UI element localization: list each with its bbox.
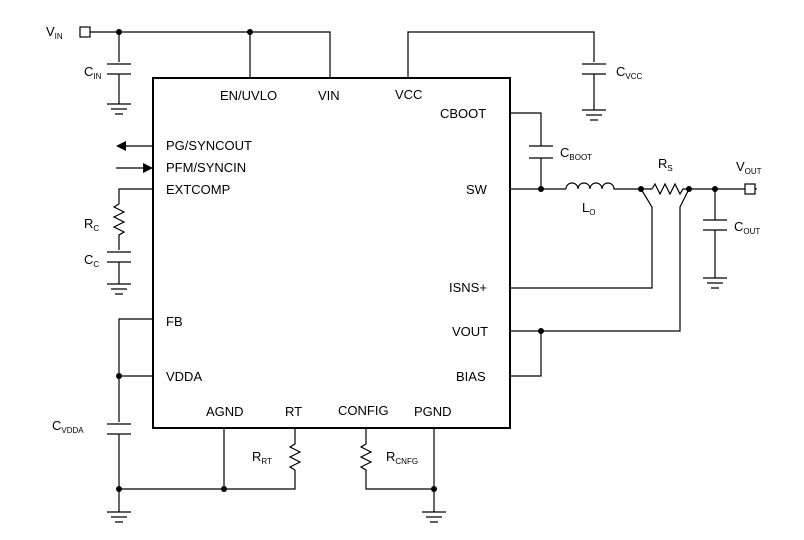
pin-pfm-syncin: PFM/SYNCIN <box>166 160 246 175</box>
pin-config: CONFIG <box>338 403 389 418</box>
resistor-rrt <box>288 428 302 471</box>
pg-syncout-arrow <box>116 141 126 151</box>
vcc-wire <box>407 31 595 78</box>
bias-wire <box>510 331 542 377</box>
resistor-rc <box>112 203 126 250</box>
resistor-rcnfg <box>359 428 434 490</box>
cc-plates <box>107 251 131 284</box>
pin-vout: VOUT <box>452 324 488 339</box>
pin-agnd: AGND <box>206 404 244 419</box>
extcomp-wire <box>118 188 153 204</box>
vout-sense-wire <box>510 188 690 332</box>
cvcc-plates <box>582 63 606 110</box>
pin-cboot: CBOOT <box>440 106 486 121</box>
cboot-label: CBOOT <box>560 145 592 162</box>
cout-label: COUT <box>734 219 760 236</box>
vin-terminal <box>79 26 91 38</box>
junction <box>116 486 122 492</box>
lo-label: LO <box>582 200 595 217</box>
pin-extcomp: EXTCOMP <box>166 182 230 197</box>
vin-rail <box>90 31 331 78</box>
pin-fb: FB <box>166 314 183 329</box>
junction <box>221 486 227 492</box>
pin-vin: VIN <box>318 88 340 103</box>
junction <box>116 373 122 379</box>
cvdda-plates <box>107 423 131 489</box>
ground-symbol <box>107 283 131 295</box>
fb-wire <box>118 318 153 422</box>
cvcc-label: CVCC <box>616 64 643 81</box>
pin-bias: BIAS <box>456 369 486 384</box>
pin-pg-syncout: PG/SYNCOUT <box>166 138 252 153</box>
agnd-rail <box>118 428 296 512</box>
pin-rt: RT <box>285 404 302 419</box>
cboot-plates <box>529 145 553 159</box>
pin-en-uvlo: EN/UVLO <box>220 88 277 103</box>
vout-label: VOUT <box>736 159 762 176</box>
vout-terminal <box>744 183 756 195</box>
ground-symbol <box>422 511 446 523</box>
junction <box>116 29 122 35</box>
pin-isns-plus: ISNS+ <box>449 280 487 295</box>
resistor-rs <box>651 182 757 196</box>
cin-label: CIN <box>84 64 102 81</box>
cc-label: CC <box>84 252 99 269</box>
ground-symbol <box>107 511 131 523</box>
ground-symbol <box>582 109 606 121</box>
inductor-lo <box>565 182 652 190</box>
rc-label: RC <box>84 216 99 233</box>
pin-vdda: VDDA <box>166 369 202 384</box>
junction <box>538 328 544 334</box>
cvdda-label: CVDDA <box>52 418 84 435</box>
pin-sw: SW <box>466 182 488 197</box>
cout-plates <box>703 219 727 231</box>
pfm-syncin-arrow <box>143 163 153 173</box>
pin-vcc: VCC <box>395 87 422 102</box>
junction <box>431 486 437 492</box>
cin-plates <box>107 63 131 104</box>
ground-symbol <box>107 103 131 115</box>
rrt-label: RRT <box>252 449 272 466</box>
ic-body <box>152 77 511 429</box>
vin-label: VIN <box>46 24 63 41</box>
junction <box>247 29 253 35</box>
rs-label: RS <box>658 156 673 173</box>
junction <box>538 186 544 192</box>
ground-symbol <box>703 277 727 289</box>
isns-sense-wire <box>510 188 653 289</box>
cboot-wire <box>510 112 542 189</box>
pin-pgnd: PGND <box>414 404 452 419</box>
rcnfg-label: RCNFG <box>386 449 418 466</box>
